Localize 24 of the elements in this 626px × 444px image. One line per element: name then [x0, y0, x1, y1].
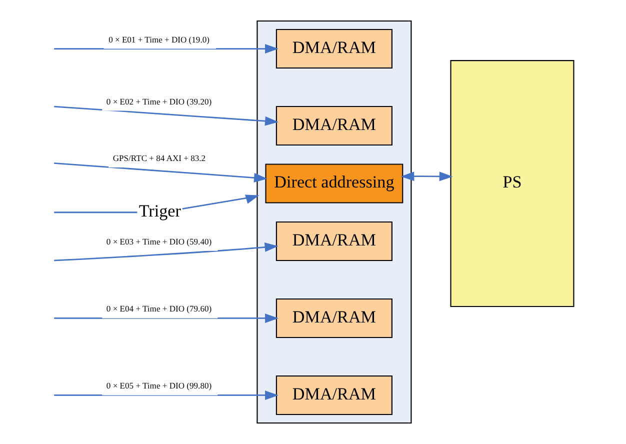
- arrow: [54, 314, 278, 323]
- arrow: [182, 194, 259, 210]
- arrow: [400, 172, 452, 182]
- node-box: DMA/RAM: [275, 221, 392, 262]
- node-box: PS: [450, 60, 574, 308]
- edge-label: 0 × E04 + Time + DIO (79.60): [106, 304, 212, 314]
- edge-label: 0 × E03 + Time + DIO (59.40): [106, 236, 212, 246]
- arrow: [54, 390, 278, 400]
- arrow: [54, 106, 278, 126]
- edge-label: 0 × E01 + Time + DIO (19.0): [108, 34, 209, 44]
- node-box: DMA/RAM: [275, 29, 392, 69]
- node-box: Direct addressing: [264, 164, 403, 204]
- node-box: DMA/RAM: [275, 375, 392, 416]
- node-text: Triger: [138, 201, 180, 220]
- cluster: [256, 20, 412, 424]
- edge-label: GPS/RTC + 84 AXI + 83.2: [112, 152, 206, 163]
- edge-label: 0 × E05 + Time + DIO (99.80): [106, 380, 212, 391]
- edge-label: 0 × E02 + Time + DIO (39.20): [106, 96, 212, 106]
- arrow: [54, 162, 268, 182]
- connector: [54, 212, 137, 214]
- arrow: [54, 242, 278, 262]
- arrow: [54, 44, 278, 54]
- node-box: DMA/RAM: [275, 106, 392, 146]
- node-box: DMA/RAM: [275, 298, 392, 338]
